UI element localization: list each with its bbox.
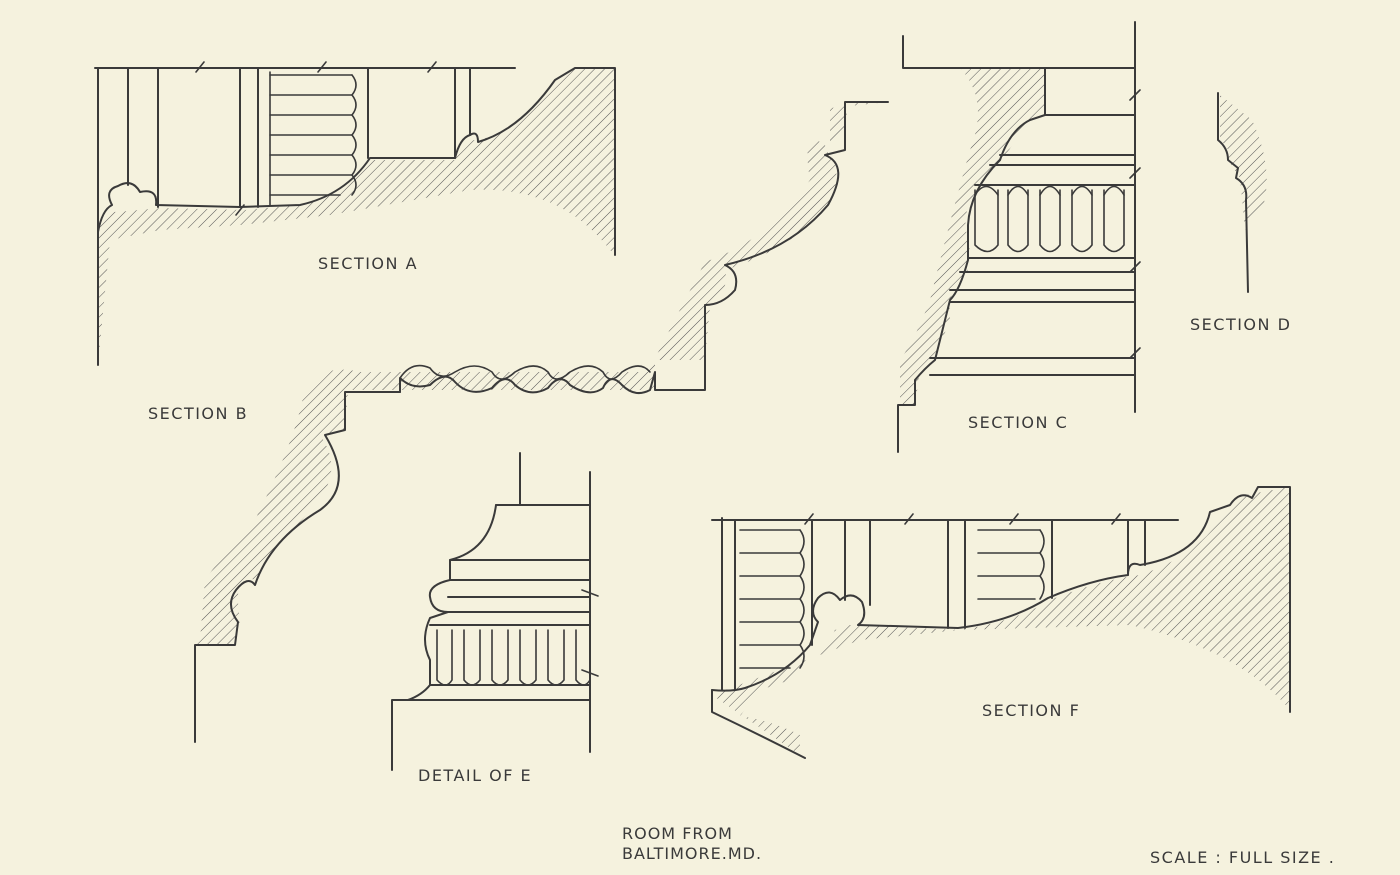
section-c-hatch xyxy=(900,68,1045,405)
section-d-hatch xyxy=(1220,95,1267,230)
title-line-2: BALTIMORE.MD. xyxy=(622,844,763,863)
section-a-drawing xyxy=(94,61,616,366)
scale-note: SCALE : FULL SIZE . xyxy=(1150,848,1336,867)
section-c-label: SECTION C xyxy=(968,413,1069,432)
title-line-1: ROOM FROM xyxy=(622,824,733,843)
section-f-hatch xyxy=(712,487,1290,755)
section-f-label: SECTION F xyxy=(982,701,1081,720)
section-b-drawing xyxy=(194,101,889,743)
section-b-hatch xyxy=(195,102,888,645)
section-d-drawing xyxy=(1217,92,1267,293)
section-b-label: SECTION B xyxy=(148,404,249,423)
section-a-label: SECTION A xyxy=(318,254,419,273)
section-c-drawing xyxy=(897,21,1141,453)
section-a-hatch xyxy=(98,68,615,365)
detail-e-label: DETAIL OF E xyxy=(418,766,533,785)
section-f-drawing xyxy=(711,486,1291,759)
section-d-label: SECTION D xyxy=(1190,315,1292,334)
drawing-title: ROOM FROM BALTIMORE.MD. xyxy=(622,824,762,864)
detail-e-drawing xyxy=(391,452,599,771)
